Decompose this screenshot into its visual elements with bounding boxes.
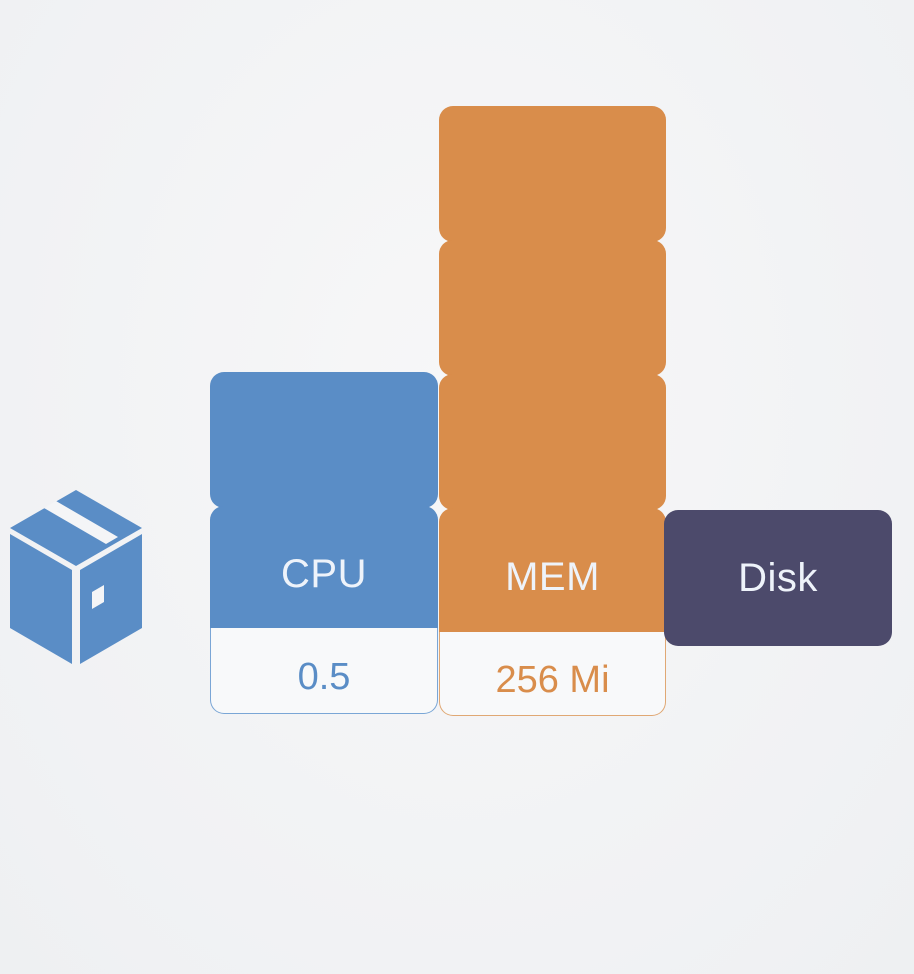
- cpu-value: 0.5: [297, 656, 351, 698]
- cpu-label: CPU: [281, 551, 367, 596]
- mem-value: 256 Mi: [495, 659, 610, 701]
- disk-label: Disk: [738, 555, 818, 600]
- cpu-block-upper: [210, 372, 438, 508]
- cpu-value-box: 0.5: [210, 628, 438, 714]
- mem-block-top: [439, 106, 666, 242]
- mem-block-middle: [439, 374, 666, 510]
- mem-block-upper: [439, 240, 666, 376]
- mem-label: MEM: [505, 554, 600, 599]
- mem-value-box: 256 Mi: [439, 632, 666, 716]
- cpu-block: [210, 506, 438, 642]
- cube-icon: [10, 490, 142, 664]
- disk-block: [664, 510, 892, 646]
- mem-block: [439, 508, 666, 646]
